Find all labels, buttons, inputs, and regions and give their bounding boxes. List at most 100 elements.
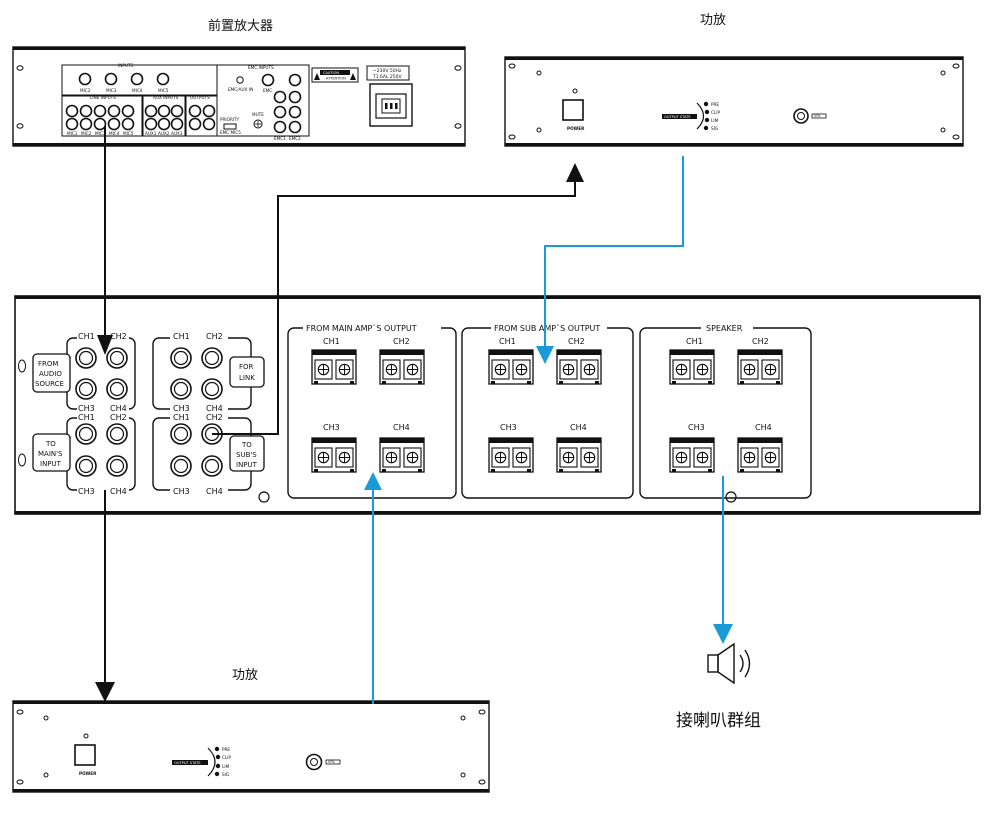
ch-label: CH3 <box>173 487 190 496</box>
section-speaker-label: SPEAKER <box>706 324 743 333</box>
ch-label: CH3 <box>78 487 95 496</box>
aux-label: AUX3 <box>171 131 183 136</box>
amp-bottom-panel: POWER OUTPUT STATE PRE CLIP LIM SIG VOL <box>12 700 490 793</box>
ch-label: CH3 <box>323 423 340 432</box>
amp-bottom-power-button[interactable] <box>74 744 96 766</box>
aux-label: AUX2 <box>158 131 170 136</box>
aux-label: AUX1 <box>145 131 157 136</box>
ch-label: CH4 <box>393 423 410 432</box>
mic-label: MIC2 <box>80 88 91 93</box>
amp-top-power-button[interactable] <box>562 99 584 121</box>
line-label: MIC4 <box>109 131 120 136</box>
ch-label: CH4 <box>755 423 772 432</box>
preamp-panel: INPUTS MIC2 MIC3 MIC4 MIC5 LINE INPUTS M… <box>12 46 466 147</box>
priority-sub-label: EMC MIC5 <box>220 130 241 135</box>
amp-top-led-label: SIG <box>711 126 718 131</box>
emcaux-label: EMC/AUX IN <box>228 87 253 92</box>
emc-inputs-label: EMC INPUTS <box>248 65 274 70</box>
emc-bottom-label: EMC2 <box>289 136 301 141</box>
power-spec-1: ~230V 50Hz <box>373 68 402 74</box>
ch-label: CH4 <box>110 404 127 413</box>
amp-bottom-led-label: LIM <box>222 764 230 769</box>
amp-top-vol-label: VOL <box>814 114 821 118</box>
amp-top-led-label: CLIP <box>711 110 720 115</box>
amp-top-volume-knob[interactable] <box>793 108 809 124</box>
amp-top-panel: POWER OUTPUT STATE PRE CLIP LIM SIG VOL <box>504 56 964 147</box>
amp-bottom-volume-knob[interactable] <box>305 753 323 771</box>
amp-bottom-output-state: OUTPUT STATE <box>174 761 201 765</box>
ch-label: CH4 <box>110 487 127 496</box>
wire-main-amp-output <box>364 472 382 704</box>
amp-top-output-state: OUTPUT STATE <box>664 115 691 119</box>
from-audio-source-label: SOURCE <box>35 380 64 388</box>
emc-label: EMC <box>263 88 272 93</box>
power-spec-2: T1.6AL 250V <box>372 74 403 80</box>
preamp-title: 前置放大器 <box>208 18 273 34</box>
for-link-label: LINK <box>239 374 255 382</box>
ch-label: CH2 <box>206 413 223 422</box>
ch-label: CH2 <box>110 332 127 341</box>
mute-label: MUTE <box>252 112 264 117</box>
ch-label: CH1 <box>173 413 190 422</box>
amp-bottom-led-label: PRE <box>222 747 230 752</box>
to-main-input-label: INPUT <box>40 460 62 468</box>
wire-preamp-to-source <box>97 126 113 355</box>
output-jacks <box>188 104 216 131</box>
line-label: MIC1 <box>67 131 78 136</box>
mic-label: MIC5 <box>158 88 169 93</box>
wire-sub-amp-output <box>536 156 684 364</box>
amp-top-led-label: LIM <box>711 118 719 123</box>
from-audio-source-label: FROM <box>38 360 58 368</box>
speaker-icon <box>707 642 751 685</box>
ch-label: CH4 <box>206 487 223 496</box>
ch-label: CH3 <box>500 423 517 432</box>
aux-inputs-label: AUX INPUTS <box>153 95 179 100</box>
amp-bottom-title: 功放 <box>232 668 258 683</box>
amp-top-power-label: POWER <box>567 126 585 131</box>
line-inputs-label: LINE INPUTS <box>90 95 116 100</box>
aux-jacks <box>144 104 184 131</box>
wire-to-sub-amp <box>212 163 584 435</box>
ch-label: CH2 <box>752 337 769 346</box>
line-jacks <box>65 104 135 131</box>
ch-label: CH3 <box>173 404 190 413</box>
switcher-panel: CH1 CH2 CH3 CH4 FROM AUDIO SOURCE CH1 CH… <box>14 295 981 515</box>
ch-label: CH1 <box>499 337 516 346</box>
ch-label: CH1 <box>323 337 340 346</box>
speaker-group-label: 接喇叭群组 <box>676 711 761 731</box>
preamp-inputs-label: INPUTS <box>118 63 134 68</box>
section-main-label: FROM MAIN AMP`S OUTPUT <box>306 323 417 333</box>
ch-label: CH3 <box>688 423 705 432</box>
ch-label: CH1 <box>78 332 95 341</box>
to-sub-input-label: TO <box>241 441 252 449</box>
warning-caution: CAUTION <box>323 71 339 75</box>
amp-top-title: 功放 <box>700 13 726 28</box>
section-sub-label: FROM SUB AMP`S OUTPUT <box>494 323 600 333</box>
rack-screw-holes <box>16 65 462 129</box>
mic-label: MIC3 <box>106 88 117 93</box>
mic-label: MIC4 <box>132 88 143 93</box>
ch-label: CH2 <box>110 413 127 422</box>
emc-jacks <box>273 73 302 134</box>
power-inlet: ~230V 50Hz T1.6AL 250V <box>366 65 413 127</box>
ch-label: CH2 <box>393 337 410 346</box>
ch-label: CH2 <box>206 332 223 341</box>
from-audio-source-label: AUDIO <box>39 370 62 378</box>
amp-bottom-power-label: POWER <box>79 771 97 776</box>
ch-label: CH4 <box>206 404 223 413</box>
ch-label: CH4 <box>570 423 587 432</box>
ch-label: CH1 <box>78 413 95 422</box>
priority-label: PRIORITY <box>220 117 240 122</box>
mic-jacks <box>78 72 170 86</box>
ch-label: CH2 <box>568 337 585 346</box>
emc-bottom-label: EMC1 <box>274 136 286 141</box>
amp-top-led-label: PRE <box>711 102 719 107</box>
amp-bottom-led-label: SIG <box>222 772 229 777</box>
warning-attention: ATTENTION <box>326 77 346 81</box>
line-label: MIC5 <box>123 131 134 136</box>
warning-labels: CAUTION ATTENTION <box>311 67 359 83</box>
to-sub-input-label: INPUT <box>236 461 258 469</box>
amp-bottom-vol-label: VOL <box>328 760 335 764</box>
to-main-input-label: TO <box>45 440 56 448</box>
